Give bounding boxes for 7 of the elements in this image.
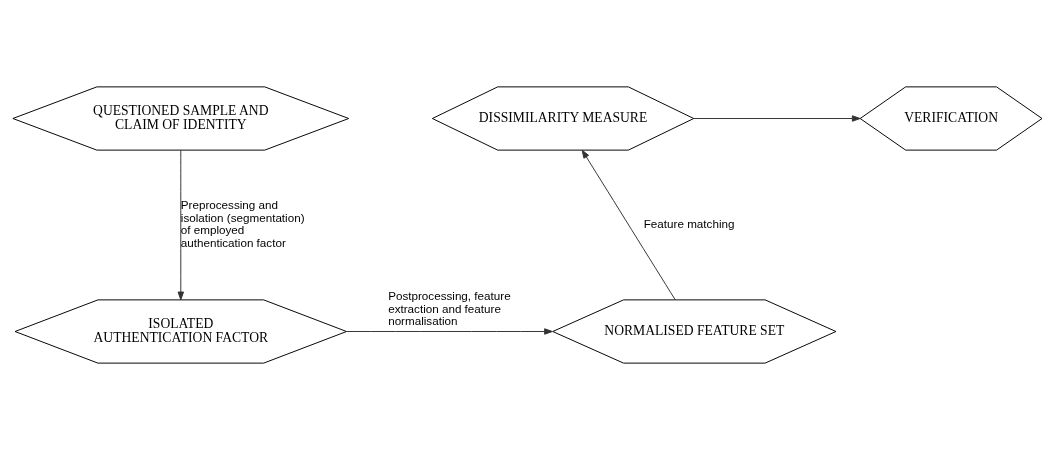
edge-label: Postprocessing, feature extraction and feature normalisation xyxy=(388,288,511,328)
edge-label: Preprocessing and isolation (segmentation) of employed authentication factor xyxy=(180,198,305,249)
arrow xyxy=(581,149,676,301)
arrow xyxy=(346,328,553,335)
arrow xyxy=(693,115,861,122)
arrow xyxy=(177,149,184,301)
edge-label: Feature matching xyxy=(643,217,735,231)
